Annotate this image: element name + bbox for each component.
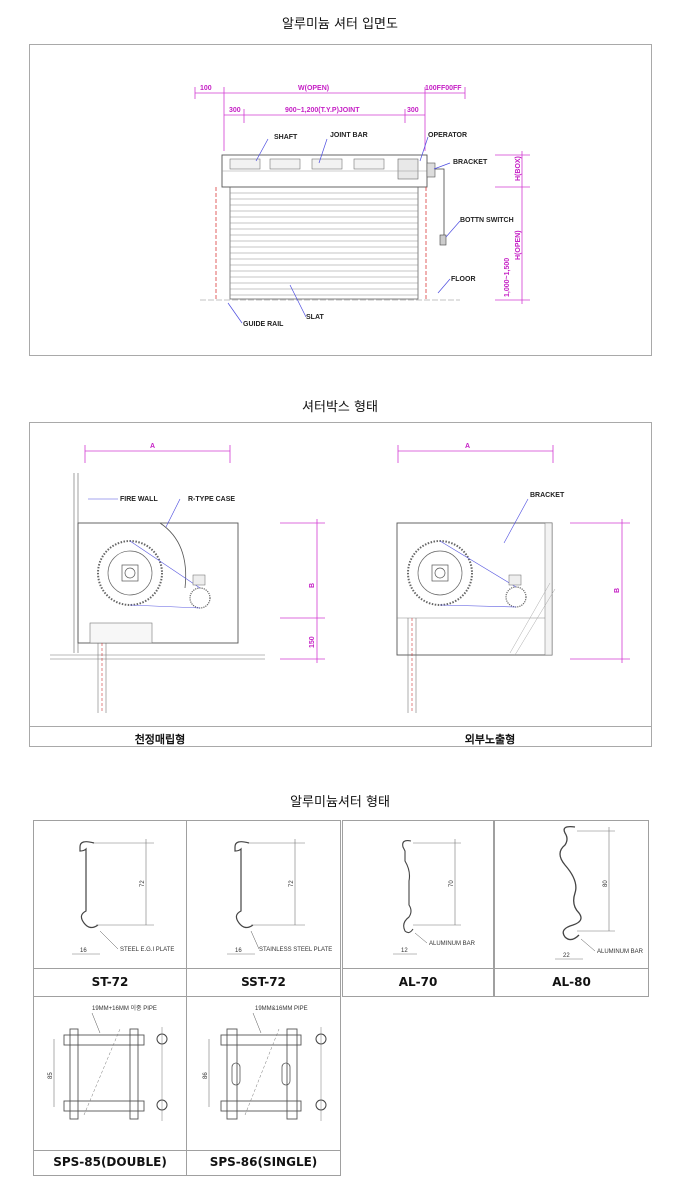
sst72-width: 16	[235, 948, 242, 954]
model-cell-st72: ST-72	[33, 968, 187, 997]
model-cell-sps86: SPS-86(SINGLE)	[186, 1150, 341, 1176]
label-r-type-case: R-TYPE CASE	[188, 496, 235, 503]
st72-profile-drawing: 72 16 STEEL E.G.I PLATE	[72, 839, 174, 955]
left-dim-150: 150	[309, 636, 316, 648]
shutter-box-drawing: A B 150 FIRE WALL R-TYPE CASE	[50, 443, 630, 713]
profile-cell-sps86: 86 19MM&16MM PIPE	[186, 996, 341, 1152]
sst72-profile-drawing: 72 16 STAINLESS STEEL PLATE	[227, 839, 332, 955]
profile-cell-sst72: 72 16 STAINLESS STEEL PLATE	[186, 820, 341, 970]
al80-material: ALUMINUM BAR	[597, 949, 644, 955]
section1-title: 알루미늄 셔터 입면도	[282, 17, 398, 32]
section3-title: 알루미늄셔터 형태	[290, 795, 390, 810]
dim-right-offset: 100FF00FF	[425, 85, 462, 92]
left-dim-a: A	[150, 443, 155, 450]
sps86-material: 19MM&16MM PIPE	[255, 1006, 308, 1012]
label-slat: SLAT	[306, 314, 324, 321]
st72-material: STEEL E.G.I PLATE	[120, 947, 174, 953]
dim-left-offset: 100	[200, 85, 212, 92]
right-dim-b: B	[614, 588, 621, 593]
st72-width: 16	[80, 948, 87, 954]
st72-height: 72	[140, 880, 146, 887]
al70-profile-drawing: 70 12 ALUMINUM BAR	[393, 839, 476, 955]
label-shaft: SHAFT	[274, 134, 298, 141]
elevation-drawing-frame: 100 W(OPEN) 100FF00FF 300 900~1,200(T.Y.…	[29, 44, 652, 356]
al70-height: 70	[449, 880, 455, 887]
label-floor: FLOOR	[451, 276, 476, 283]
dim-left-300: 300	[229, 107, 241, 114]
al80-width: 22	[563, 953, 570, 959]
right-dim-a: A	[465, 443, 470, 450]
dim-width: W(OPEN)	[298, 85, 329, 92]
profile-cell-st72: 72 16 STEEL E.G.I PLATE	[33, 820, 187, 970]
sst72-height: 72	[289, 880, 295, 887]
sps86-height: 86	[203, 1072, 209, 1079]
sst72-material: STAINLESS STEEL PLATE	[259, 947, 332, 953]
caption-ceiling-embedded: 천정매립형	[134, 733, 186, 746]
dim-h-open: H(OPEN)	[515, 230, 522, 260]
sps86-profile-drawing: 86 19MM&16MM PIPE	[203, 1006, 327, 1121]
model-cell-sst72: SST-72	[186, 968, 341, 997]
label-fire-wall: FIRE WALL	[120, 496, 158, 503]
dim-right-300: 300	[407, 107, 419, 114]
elevation-drawing: 100 W(OPEN) 100FF00FF 300 900~1,200(T.Y.…	[194, 85, 530, 328]
label-guide-rail: GUIDE RAIL	[243, 321, 284, 328]
sps85-material: 19MM+16MM 이중 PIPE	[92, 1004, 157, 1012]
model-st72: ST-72	[91, 975, 129, 989]
al70-material: ALUMINUM BAR	[429, 941, 476, 947]
shutter-box-frame: A B 150 FIRE WALL R-TYPE CASE	[29, 422, 652, 747]
label-bracket: BRACKET	[453, 159, 488, 166]
al80-profile-drawing: 80 22 ALUMINUM BAR	[555, 825, 644, 960]
model-sps85: SPS-85(DOUBLE)	[53, 1155, 167, 1169]
label-bracket-right: BRACKET	[530, 492, 565, 499]
label-joint-bar: JOINT BAR	[330, 132, 368, 139]
profile-cell-sps85: 85 19MM+16MM 이중 PIPE	[33, 996, 187, 1152]
dim-h-box: H(BOX)	[515, 156, 522, 181]
al80-height: 80	[603, 880, 609, 887]
model-sps86: SPS-86(SINGLE)	[209, 1155, 318, 1169]
model-cell-sps85: SPS-85(DOUBLE)	[33, 1150, 187, 1176]
sps85-height: 85	[48, 1072, 54, 1079]
model-cell-al70: AL-70	[342, 968, 494, 997]
captions-row: 천정매립형 외부노출형	[30, 726, 651, 747]
section2-title: 셔터박스 형태	[302, 400, 378, 415]
label-operator: OPERATOR	[428, 132, 467, 139]
al70-width: 12	[401, 948, 408, 954]
model-sst72: SST-72	[241, 975, 286, 989]
profile-cell-al80: 80 22 ALUMINUM BAR	[494, 820, 649, 970]
caption-exterior-exposed: 외부노출형	[464, 733, 516, 746]
sps85-profile-drawing: 85 19MM+16MM 이중 PIPE	[48, 1004, 168, 1121]
left-dim-b: B	[309, 583, 316, 588]
profile-cell-al70: 70 12 ALUMINUM BAR	[342, 820, 494, 970]
label-switch: BOTTN SWITCH	[460, 217, 514, 224]
model-al80: AL-80	[552, 975, 591, 989]
dim-joint: 900~1,200(T.Y.P)JOINT	[285, 107, 360, 114]
dim-switch-height: 1,000~1,500	[504, 258, 511, 297]
model-al70: AL-70	[398, 975, 438, 989]
model-cell-al80: AL-80	[494, 968, 649, 997]
